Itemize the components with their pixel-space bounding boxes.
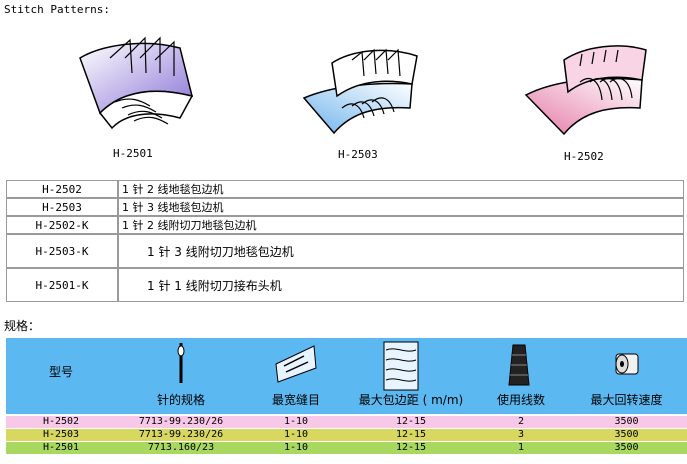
spec-cell-speed: 3500 [614,429,639,440]
spec-col-stitch-width: 最宽缝目 [246,338,346,414]
spec-cell-threads: 3 [517,429,525,440]
spec-cell-stitch-width: 1-10 [283,429,309,440]
spec-table: 型号 针的规格 最宽缝目 最大包边距 ( m/m) [6,338,687,464]
stitch-pattern-pink-icon [524,45,647,136]
model-row: H-2501-K 1 针 1 线附切刀接布头机 [6,268,684,302]
spec-header: 型号 针的规格 最宽缝目 最大包边距 ( m/m) [6,338,687,414]
spec-row: H-2502 7713-99.230/26 1-10 12-15 2 3500 [6,416,687,428]
spec-cell-model: H-2503 [42,429,80,440]
spec-col-needle: 针的规格 [116,338,246,414]
figure-label-h2503: H-2503 [338,148,378,161]
spec-cell-needle: 7713.160/23 [147,442,215,453]
spec-cell-stitch-width: 1-10 [283,442,309,453]
model-row: H-2503-K 1 针 3 线附切刀地毯包边机 [6,234,684,268]
spec-cell-overedge: 12-15 [395,429,427,440]
spec-cell-stitch-width: 1-10 [283,416,309,427]
spec-cell-needle: 7713-99.230/26 [138,416,224,427]
spec-row: H-2503 7713-99.230/26 1-10 12-15 3 3500 [6,429,687,441]
model-row: H-2502 1 针 2 线地毯包边机 [6,180,684,198]
model-row: H-2503 1 针 3 线地毯包边机 [6,198,684,216]
model-description: 1 针 2 线地毯包边机 [118,180,684,198]
spec-cell-speed: 3500 [614,442,639,453]
stitch-figure-h2503 [292,38,422,142]
stitch-figure-h2501 [70,18,200,142]
model-code: H-2502 [6,180,118,198]
figure-label-h2502: H-2502 [564,150,604,163]
spec-col-overedge: 最大包边距 ( m/m) [346,338,476,414]
spec-row: H-2501 7713.160/23 1-10 12-15 1 3500 [6,442,687,454]
figure-label-h2501: H-2501 [113,147,153,160]
page-heading: Stitch Patterns: [4,3,110,16]
spec-cell-model: H-2501 [42,442,80,453]
spec-cell-threads: 1 [517,442,525,453]
model-code: H-2503-K [6,234,118,268]
model-description: 1 针 3 线地毯包边机 [118,198,684,216]
stitch-pattern-blue-icon [302,48,418,135]
spec-cell-overedge: 12-15 [395,416,427,427]
stitch-width-icon [275,345,317,383]
thread-cone-icon [508,344,530,386]
spec-col-model: 型号 [48,365,73,379]
spec-col-speed: 最大回转速度 [566,338,687,414]
spool-speed-icon [615,353,639,375]
model-row: H-2502-K 1 针 2 线附切刀地毯包边机 [6,216,684,234]
overedge-width-icon [383,341,419,391]
stitch-pattern-purple-icon [79,36,194,130]
model-code: H-2502-K [6,216,118,234]
model-table: H-2502 1 针 2 线地毯包边机 H-2503 1 针 3 线地毯包边机 … [6,180,684,302]
model-description: 1 针 1 线附切刀接布头机 [118,268,684,302]
stitch-figure-h2502 [520,40,650,144]
model-description: 1 针 2 线附切刀地毯包边机 [118,216,684,234]
spec-cell-speed: 3500 [614,416,639,427]
model-code: H-2503 [6,198,118,216]
spec-cell-model: H-2502 [42,416,80,427]
model-description: 1 针 3 线附切刀地毯包边机 [118,234,684,268]
model-code: H-2501-K [6,268,118,302]
needle-icon [177,343,185,383]
spec-cell-overedge: 12-15 [395,442,427,453]
spec-cell-needle: 7713-99.230/26 [138,429,224,440]
spec-title: 规格： [4,319,41,333]
spec-col-threads: 使用线数 [476,338,566,414]
spec-cell-threads: 2 [517,416,525,427]
